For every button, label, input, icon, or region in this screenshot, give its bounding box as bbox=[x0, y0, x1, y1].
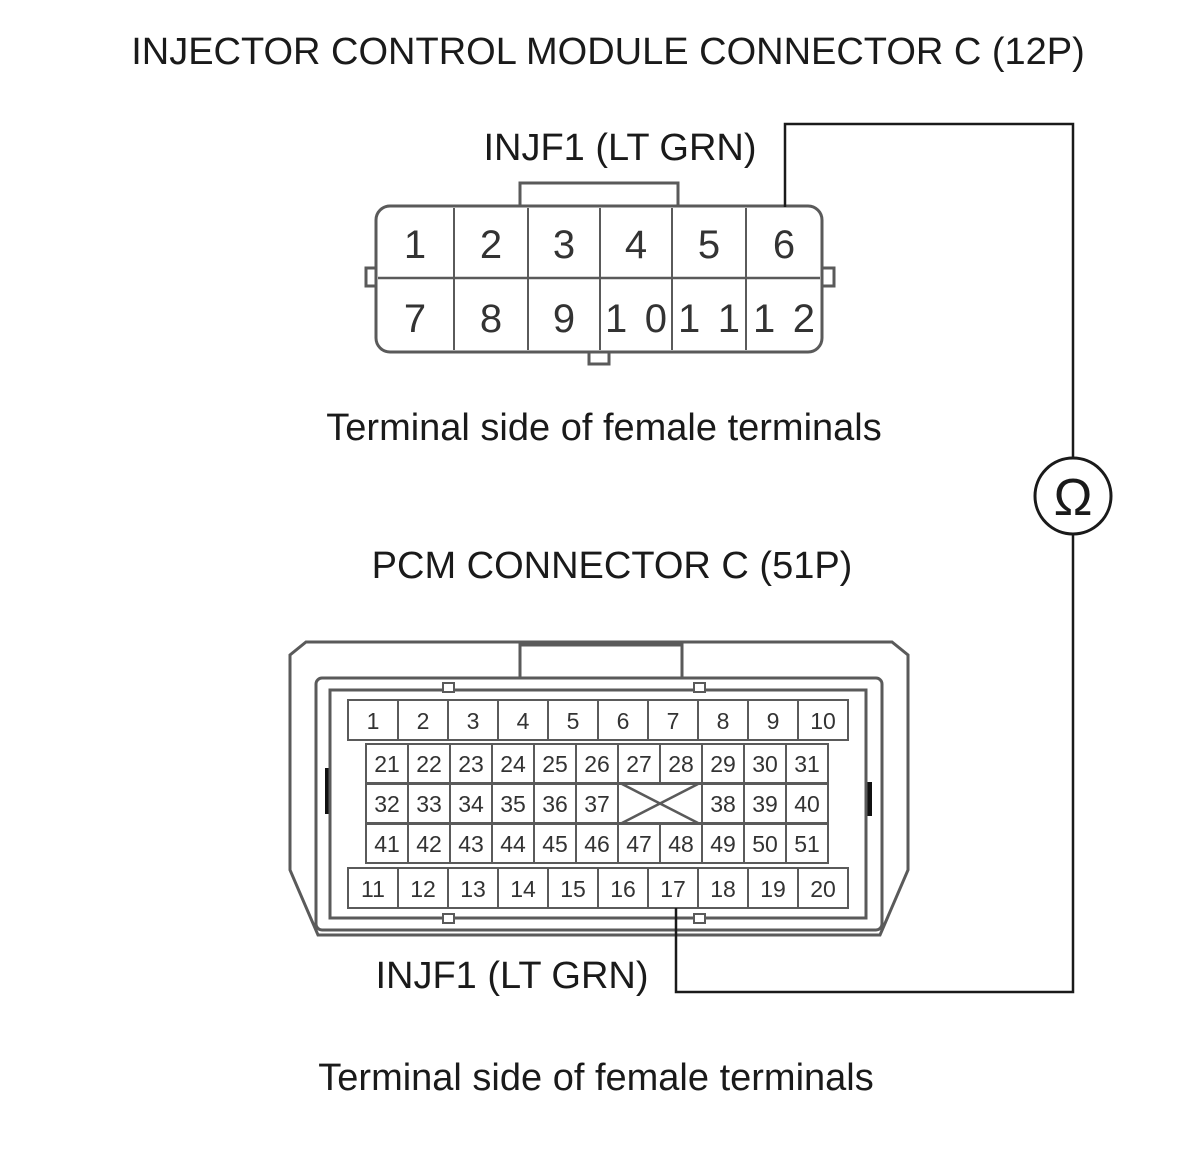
icm-pin-4: 4 bbox=[625, 223, 647, 267]
icm-wire-label: INJF1 (LT GRN) bbox=[483, 127, 756, 169]
pcm-pin-40: 40 bbox=[794, 791, 820, 817]
test-lead-upper bbox=[783, 122, 1075, 458]
pcm-pin-42: 42 bbox=[416, 831, 442, 857]
pcm-pin-6: 6 bbox=[617, 708, 630, 734]
pcm-pin-47: 47 bbox=[626, 831, 652, 857]
pcm-pin-25: 25 bbox=[542, 751, 568, 777]
pcm-pin-12: 12 bbox=[410, 876, 436, 902]
pcm-pin-49: 49 bbox=[710, 831, 736, 857]
pcm-pin-30: 30 bbox=[752, 751, 778, 777]
pcm-pin-15: 15 bbox=[560, 876, 586, 902]
pcm-pin-43: 43 bbox=[458, 831, 484, 857]
pcm-pin-18: 18 bbox=[710, 876, 736, 902]
pcm-pin-22: 22 bbox=[416, 751, 442, 777]
pcm-connector-title: PCM CONNECTOR C (51P) bbox=[372, 545, 853, 587]
icm-pin-5: 5 bbox=[698, 223, 720, 267]
pcm-pin-45: 45 bbox=[542, 831, 568, 857]
pcm-top-latch bbox=[518, 643, 684, 683]
icm-caption: Terminal side of female terminals bbox=[326, 407, 881, 449]
pcm-pin-27: 27 bbox=[626, 751, 652, 777]
ohmmeter-icon: Ω bbox=[1033, 456, 1113, 536]
pcm-pin-3: 3 bbox=[467, 708, 480, 734]
pcm-pin-8: 8 bbox=[717, 708, 730, 734]
pcm-pin-34: 34 bbox=[458, 791, 484, 817]
pcm-pin-41: 41 bbox=[374, 831, 400, 857]
icm-pin-8: 8 bbox=[480, 297, 502, 341]
pcm-pin-16: 16 bbox=[610, 876, 636, 902]
pcm-pin-19: 19 bbox=[760, 876, 786, 902]
icm-pin-9: 9 bbox=[553, 297, 575, 341]
pcm-pin-20: 20 bbox=[810, 876, 836, 902]
pcm-pin-1: 1 bbox=[367, 708, 380, 734]
pcm-pin-37: 37 bbox=[584, 791, 610, 817]
pcm-wire-label: INJF1 (LT GRN) bbox=[375, 955, 648, 997]
pcm-pin-36: 36 bbox=[542, 791, 568, 817]
icm-connector-title: INJECTOR CONTROL MODULE CONNECTOR C (12P… bbox=[131, 31, 1085, 73]
ohm-symbol: Ω bbox=[1054, 469, 1093, 527]
pcm-pin-17: 17 bbox=[660, 876, 686, 902]
pcm-pin-21: 21 bbox=[374, 751, 400, 777]
icm-pin-7: 7 bbox=[404, 297, 426, 341]
pcm-pin-10: 10 bbox=[810, 708, 836, 734]
pcm-pin-51: 51 bbox=[794, 831, 820, 857]
pcm-pin-29: 29 bbox=[710, 751, 736, 777]
icm-pin-3: 3 bbox=[553, 223, 575, 267]
pcm-pin-24: 24 bbox=[500, 751, 526, 777]
pcm-caption: Terminal side of female terminals bbox=[318, 1057, 873, 1099]
icm-pin-6: 6 bbox=[773, 223, 795, 267]
pcm-pin-11: 11 bbox=[361, 876, 385, 902]
pcm-pin-38: 38 bbox=[710, 791, 736, 817]
pcm-pin-31: 31 bbox=[794, 751, 820, 777]
pcm-pin-33: 33 bbox=[416, 791, 442, 817]
pcm-pin-28: 28 bbox=[668, 751, 694, 777]
pcm-pin-48: 48 bbox=[668, 831, 694, 857]
pcm-pin-46: 46 bbox=[584, 831, 610, 857]
pcm-pin-44: 44 bbox=[500, 831, 526, 857]
pcm-pin-23: 23 bbox=[458, 751, 484, 777]
pcm-pin-26: 26 bbox=[584, 751, 610, 777]
pcm-pin-4: 4 bbox=[517, 708, 530, 734]
pcm-pin-50: 50 bbox=[752, 831, 778, 857]
icm-pin-1: 1 bbox=[404, 223, 426, 267]
pcm-pin-5: 5 bbox=[567, 708, 580, 734]
icm-pin-2: 2 bbox=[480, 223, 502, 267]
pcm-pin-35: 35 bbox=[500, 791, 526, 817]
pcm-pin-32: 32 bbox=[374, 791, 400, 817]
pcm-pin-9: 9 bbox=[767, 708, 780, 734]
test-lead-lower bbox=[674, 534, 1075, 994]
pcm-pin-39: 39 bbox=[752, 791, 778, 817]
pcm-pin-14: 14 bbox=[510, 876, 536, 902]
pcm-pin-13: 13 bbox=[460, 876, 486, 902]
pcm-pin-2: 2 bbox=[417, 708, 430, 734]
pcm-pin-7: 7 bbox=[667, 708, 680, 734]
